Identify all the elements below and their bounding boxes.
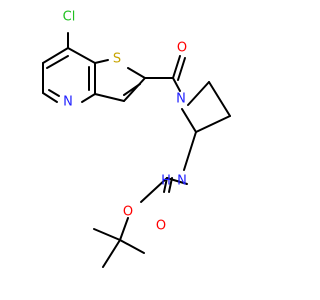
molecule-structure: Cl S N O N H N O O — [42, 10, 231, 268]
bond — [195, 115, 231, 133]
pyrrolidine-nitrogen-atom: N — [176, 92, 186, 107]
bond — [46, 55, 69, 69]
amide-linkage — [144, 55, 186, 92]
amide-hydrogen-atom: H — [161, 174, 171, 189]
bond — [42, 47, 69, 64]
bond — [127, 67, 146, 79]
carbamate-oxygen-atom: O — [156, 219, 166, 234]
ester-oxygen-atom: O — [123, 205, 133, 220]
amide-nitrogen-atom: N — [177, 174, 187, 189]
bond — [187, 81, 210, 106]
thiophene-ring — [94, 59, 146, 102]
pyridine-ring — [42, 32, 96, 103]
bond — [166, 177, 188, 185]
bond — [172, 55, 181, 79]
bond — [208, 81, 231, 117]
chlorine-atom: Cl — [63, 10, 76, 25]
bond — [119, 217, 129, 241]
pyrrolidine-ring — [181, 81, 231, 133]
bond — [123, 77, 146, 102]
bond — [163, 177, 168, 193]
bond — [119, 239, 145, 254]
bond — [42, 92, 58, 103]
carbonyl-oxygen-atom: O — [177, 41, 187, 56]
bond — [94, 93, 125, 102]
bond — [94, 59, 109, 64]
bond — [168, 177, 173, 193]
bond — [93, 228, 121, 241]
bond — [177, 57, 186, 81]
bond — [67, 47, 96, 64]
bond — [81, 93, 96, 103]
pyridine-nitrogen-atom: N — [63, 95, 73, 110]
bond — [140, 177, 168, 203]
sulfur-atom: S — [113, 52, 121, 67]
bond — [102, 239, 121, 268]
bond — [123, 83, 141, 96]
bond — [172, 77, 181, 92]
tert-butyl-group — [93, 228, 145, 268]
bond — [48, 89, 60, 97]
bond — [183, 131, 197, 171]
bond — [181, 108, 197, 133]
carbamate-chain — [119, 131, 197, 241]
